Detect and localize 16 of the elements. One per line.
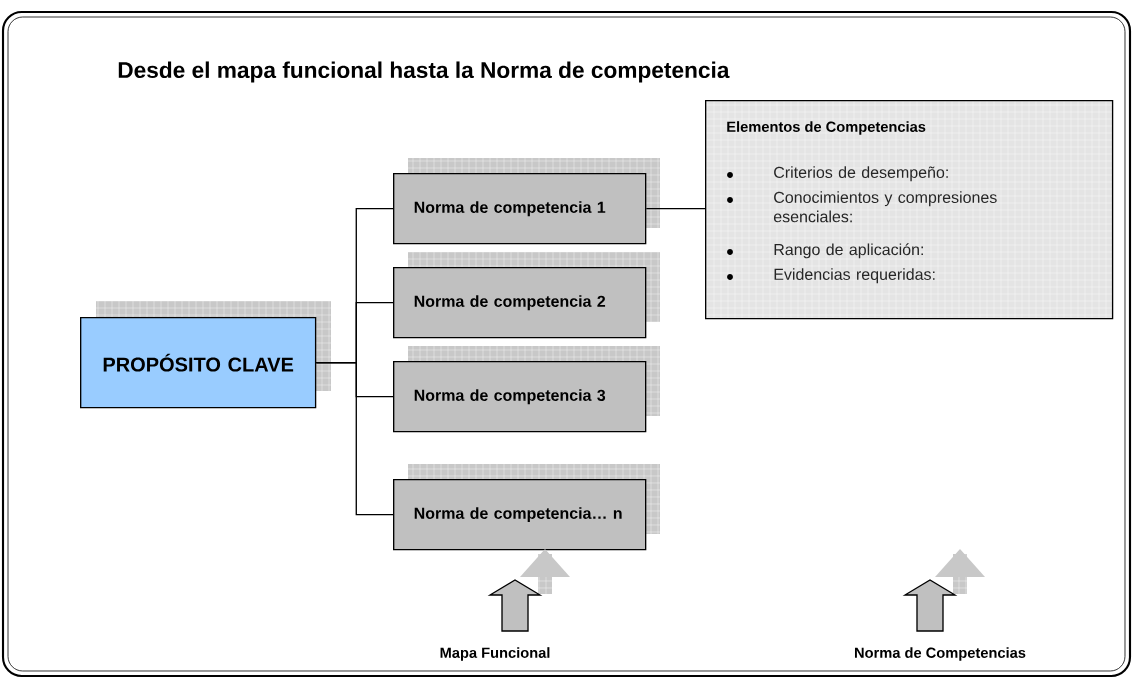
key-purpose-box: PROPÓSITO CLAVE	[80, 301, 331, 409]
norm-box: Norma de competencia 1	[393, 158, 660, 245]
connector-line	[645, 208, 706, 210]
bullet-item: Criterios de desempeño:	[727, 166, 948, 182]
caption-label: Mapa Funcional	[440, 647, 550, 661]
connector-line	[315, 362, 394, 516]
elements-box	[705, 100, 1114, 320]
bullet-item: Evidencias requeridas:	[727, 268, 935, 284]
heading: Elementos de Competencias	[727, 121, 926, 135]
norm-box: Norma de competencia 3	[393, 346, 660, 433]
bullet-item: Rango de aplicación:	[727, 243, 923, 259]
bullet-item: Conocimientos y compresiones esenciales:	[727, 191, 997, 223]
norm-box: Norma de competencia 2	[393, 252, 660, 339]
norm-box: Norma de competencia… n	[393, 464, 660, 551]
title: Desde el mapa funcional hasta la Norma de competencia	[118, 61, 730, 83]
caption-label: Norma de Competencias	[855, 647, 1026, 661]
